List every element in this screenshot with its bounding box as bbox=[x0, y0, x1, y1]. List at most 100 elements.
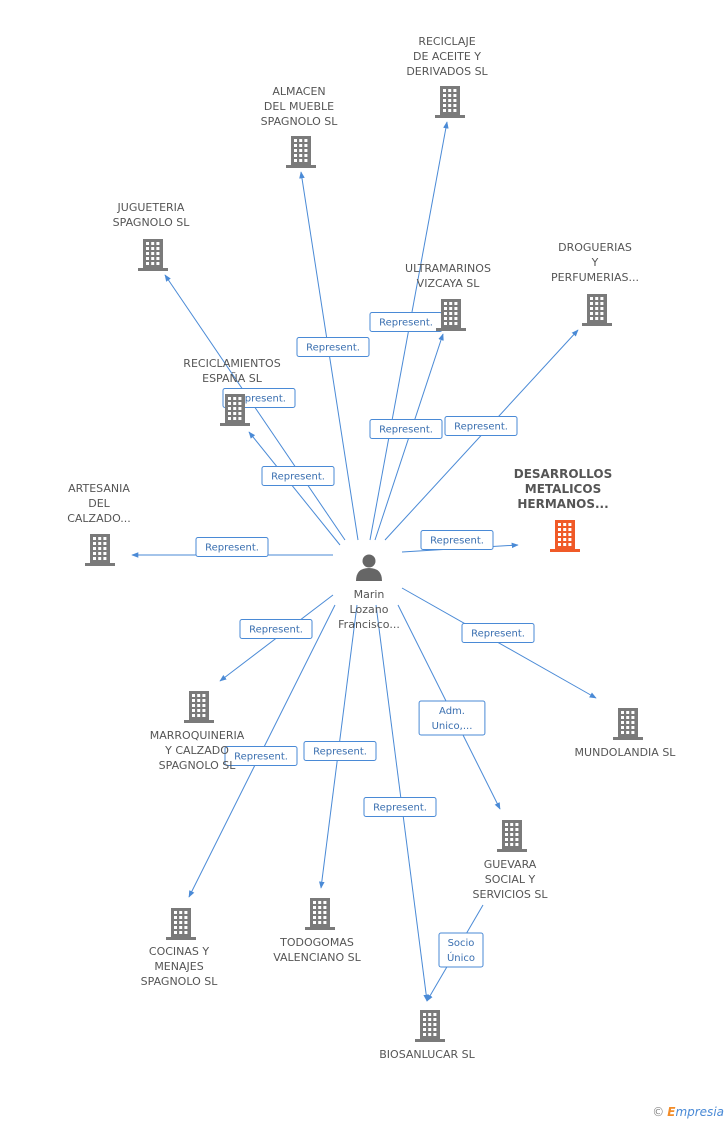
edge-label-box bbox=[303, 741, 377, 761]
edge-label[interactable]: Represent. bbox=[239, 619, 313, 639]
edge-label[interactable]: Represent. bbox=[303, 741, 377, 761]
edge-person-droguerias: Represent. bbox=[384, 329, 579, 541]
edge-label-text: Represent. bbox=[471, 629, 525, 640]
building-icon[interactable] bbox=[435, 86, 465, 118]
building-icon[interactable] bbox=[85, 534, 115, 566]
edge-label-text: Represent. bbox=[430, 536, 484, 547]
edge-label-text: Represent. bbox=[232, 394, 286, 405]
edge-label-line: Unico,... bbox=[432, 721, 473, 732]
edge-label[interactable]: Represent. bbox=[369, 312, 443, 332]
building-icon[interactable] bbox=[286, 136, 316, 168]
building-icon[interactable] bbox=[415, 1010, 445, 1042]
company-label-line: DEL bbox=[88, 497, 110, 510]
building-icon[interactable] bbox=[305, 898, 335, 930]
edge-label-line: Represent. bbox=[234, 752, 288, 763]
building-icon[interactable] bbox=[582, 294, 612, 326]
edge-label-text: Represent. bbox=[454, 422, 508, 433]
building-icon[interactable] bbox=[166, 908, 196, 940]
company-label-line: METALICOS bbox=[525, 482, 601, 496]
company-label-line: MARROQUINERIA bbox=[150, 729, 245, 742]
edge-label-line: Represent. bbox=[379, 318, 433, 329]
edge-label-text: Represent. bbox=[379, 318, 433, 329]
edge-label[interactable]: Represent. bbox=[224, 746, 298, 766]
company-label-line: MUNDOLANDIA SL bbox=[575, 746, 677, 759]
edge-label-box bbox=[444, 416, 518, 436]
building-icon[interactable] bbox=[184, 691, 214, 723]
edge-label-box bbox=[239, 619, 313, 639]
person-label-line: Francisco... bbox=[338, 618, 400, 631]
edge-label-box bbox=[195, 537, 269, 557]
edge-label-line: Represent. bbox=[271, 472, 325, 483]
company-label-line: COCINAS Y bbox=[149, 945, 209, 958]
copyright-symbol: © bbox=[652, 1105, 665, 1119]
edge-label[interactable]: Represent. bbox=[296, 337, 370, 357]
node-biosanlucar[interactable]: BIOSANLUCAR SL bbox=[379, 1010, 476, 1061]
edge-label-line: Represent. bbox=[249, 625, 303, 636]
company-label-line: SPAGNOLO SL bbox=[141, 975, 219, 988]
edge-person-marroquineria: Represent. bbox=[219, 594, 334, 682]
building-icon[interactable] bbox=[613, 708, 643, 740]
edge-label-box bbox=[224, 746, 298, 766]
company-label-line: CALZADO... bbox=[67, 512, 131, 525]
company-label-line: RECICLAMIENTOS bbox=[183, 357, 280, 370]
edge-label-line: Represent. bbox=[379, 425, 433, 436]
edge-label[interactable]: Represent. bbox=[261, 466, 335, 486]
edge-label-line: Represent. bbox=[232, 394, 286, 405]
edge-label-line: Represent. bbox=[313, 747, 367, 758]
edge-label-text: Represent. bbox=[306, 343, 360, 354]
edge-label[interactable]: Represent. bbox=[195, 537, 269, 557]
company-label-line: Y CALZADO bbox=[164, 744, 229, 757]
edge-label[interactable]: Represent. bbox=[363, 797, 437, 817]
edge-label[interactable]: Represent. bbox=[461, 623, 535, 643]
edge-label-line: Represent. bbox=[205, 543, 259, 554]
edges-layer: Represent. Represent. Represent. Represent.… bbox=[131, 121, 597, 1002]
edge-label[interactable]: Represent. bbox=[444, 416, 518, 436]
building-icon[interactable] bbox=[550, 520, 580, 552]
person-icon[interactable] bbox=[356, 554, 382, 582]
edge-label-text: Represent. bbox=[205, 543, 259, 554]
edge-label-line: Represent. bbox=[373, 803, 427, 814]
edge-label-line: Represent. bbox=[454, 422, 508, 433]
company-label-line: GUEVARA bbox=[484, 858, 537, 871]
building-icon[interactable] bbox=[497, 820, 527, 852]
company-label: BIOSANLUCAR SL bbox=[379, 1048, 475, 1061]
company-label-line: DROGUERIAS bbox=[558, 241, 632, 254]
edge-person-todogomas: Represent. bbox=[303, 604, 377, 889]
footer-brand: © Empresia bbox=[652, 1105, 724, 1119]
edge-person-cocinas: Represent. bbox=[188, 604, 336, 898]
node-mundolandia[interactable]: MUNDOLANDIA SL bbox=[575, 708, 677, 759]
company-label-line: DERIVADOS SL bbox=[406, 65, 488, 78]
edge-label[interactable]: Represent. bbox=[369, 419, 443, 439]
edge-label[interactable]: Represent. bbox=[420, 530, 494, 550]
building-icon[interactable] bbox=[436, 299, 466, 331]
building-icon[interactable] bbox=[138, 239, 168, 271]
edge-label-text: Represent. bbox=[249, 625, 303, 636]
edge-label[interactable]: Adm.Unico,... bbox=[418, 700, 486, 736]
building-icon[interactable] bbox=[220, 394, 250, 426]
company-label-line: DE ACEITE Y bbox=[413, 50, 481, 63]
edge-label-box bbox=[261, 466, 335, 486]
